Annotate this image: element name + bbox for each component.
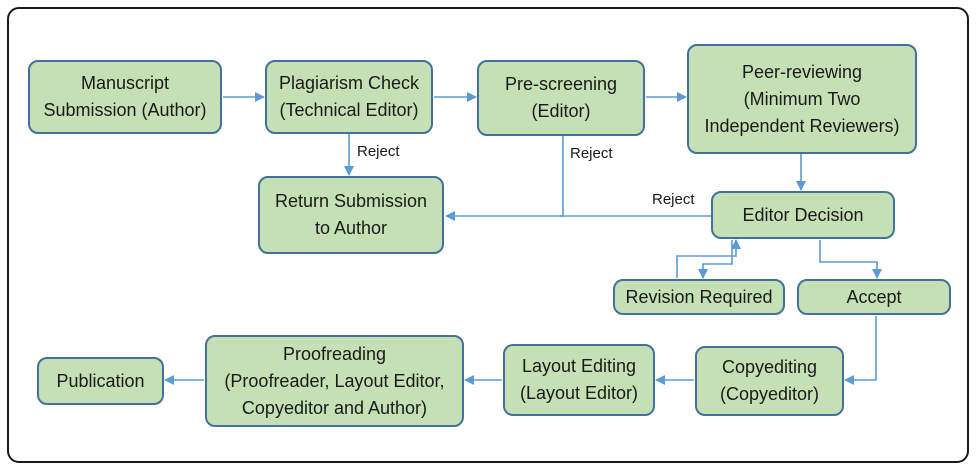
node-accept: Accept xyxy=(797,279,951,315)
diagram-frame xyxy=(7,7,969,463)
arrow-revision-to-decision xyxy=(676,239,741,278)
node-peer-reviewing: Peer-reviewing (Minimum Two Independent … xyxy=(687,44,917,154)
node-plagiarism-check: Plagiarism Check (Technical Editor) xyxy=(265,60,433,134)
reject-label-prescreening: Reject xyxy=(570,145,613,162)
arrow-prescreening-reject xyxy=(445,136,564,221)
reject-label-editor: Reject xyxy=(652,191,695,208)
node-proofreading: Proofreading (Proofreader, Layout Editor… xyxy=(205,335,464,427)
node-manuscript-submission: Manuscript Submission (Author) xyxy=(28,60,222,134)
node-editor-decision: Editor Decision xyxy=(711,191,895,239)
reject-label-plagiarism: Reject xyxy=(357,143,400,160)
node-layout-editing: Layout Editing (Layout Editor) xyxy=(503,344,655,416)
node-pre-screening: Pre-screening (Editor) xyxy=(477,60,645,136)
node-revision-required: Revision Required xyxy=(613,279,785,315)
arrow-decision-to-accept xyxy=(819,240,882,279)
node-return-submission: Return Submission to Author xyxy=(258,176,444,254)
node-publication: Publication xyxy=(37,357,164,405)
arrow-accept-to-copyediting xyxy=(844,316,877,385)
arrow-decision-to-revision xyxy=(698,240,733,279)
node-copyediting: Copyediting (Copyeditor) xyxy=(695,346,844,416)
